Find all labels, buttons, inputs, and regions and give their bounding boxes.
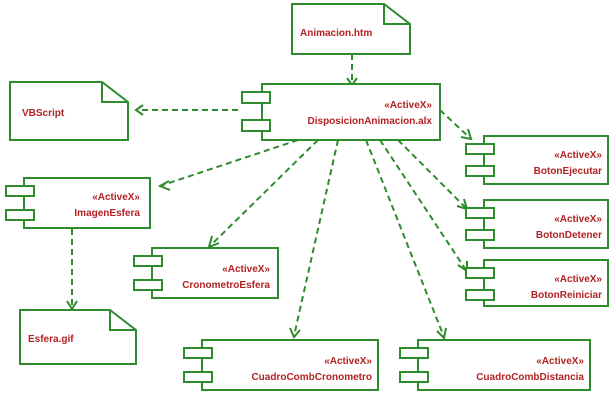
component-name: BotonReiniciar: [531, 290, 602, 301]
component-stereotype: «ActiveX»: [554, 214, 602, 225]
component-name: CuadroCombDistancia: [476, 372, 584, 383]
component-stereotype: «ActiveX»: [384, 100, 432, 111]
dependency-disposicion-to-boton-reiniciar: [379, 139, 468, 273]
component-stereotype: «ActiveX»: [92, 192, 140, 203]
document-label: Animacion.htm: [300, 28, 372, 39]
dependency-disposicion-to-boton-ejecutar: [439, 109, 473, 141]
component-imagen-esfera: «ActiveX» ImagenEsfera: [5, 177, 151, 229]
document-esfera-gif: Esfera.gif: [19, 309, 137, 365]
component-name: ImagenEsfera: [74, 208, 140, 219]
document-animacion-htm: Animacion.htm: [291, 3, 411, 55]
component-cuadro-comb-cronometro: «ActiveX» CuadroCombCronometro: [183, 339, 379, 391]
component-boton-detener: «ActiveX» BotonDetener: [465, 199, 609, 249]
dependency-disposicion-to-vbscript: [134, 104, 238, 116]
document-vbscript: VBScript: [9, 81, 129, 141]
component-name: BotonEjecutar: [534, 166, 602, 177]
component-boton-ejecutar: «ActiveX» BotonEjecutar: [465, 135, 609, 185]
component-cuadro-comb-distancia: «ActiveX» CuadroCombDistancia: [399, 339, 591, 391]
component-name: DisposicionAnimacion.alx: [308, 116, 433, 127]
component-disposicion-animacion: «ActiveX» DisposicionAnimacion.alx: [241, 83, 441, 141]
component-name: CronometroEsfera: [182, 280, 270, 291]
document-label: Esfera.gif: [28, 334, 74, 345]
dependency-disposicion-to-cuadro-comb-distancia: [365, 139, 447, 341]
component-stereotype: «ActiveX»: [536, 356, 584, 367]
component-stereotype: «ActiveX»: [554, 150, 602, 161]
dependency-disposicion-to-cronometro-esfera: [207, 139, 319, 249]
dependency-imagen-esfera-to-esfera-gif: [66, 229, 78, 311]
dependency-disposicion-to-imagen-esfera: [157, 139, 299, 191]
dependency-disposicion-to-boton-detener: [397, 139, 469, 211]
component-name: BotonDetener: [536, 230, 602, 241]
component-name: CuadroCombCronometro: [251, 372, 372, 383]
component-boton-reiniciar: «ActiveX» BotonReiniciar: [465, 259, 609, 307]
dependency-disposicion-to-cuadro-comb-cronometro: [289, 139, 339, 339]
document-label: VBScript: [22, 108, 65, 119]
component-cronometro-esfera: «ActiveX» CronometroEsfera: [133, 247, 279, 299]
component-stereotype: «ActiveX»: [222, 264, 270, 275]
dependency-lines: [66, 54, 473, 341]
dependency-animacion-to-disposicion: [346, 54, 358, 87]
component-stereotype: «ActiveX»: [554, 274, 602, 285]
component-stereotype: «ActiveX»: [324, 356, 372, 367]
